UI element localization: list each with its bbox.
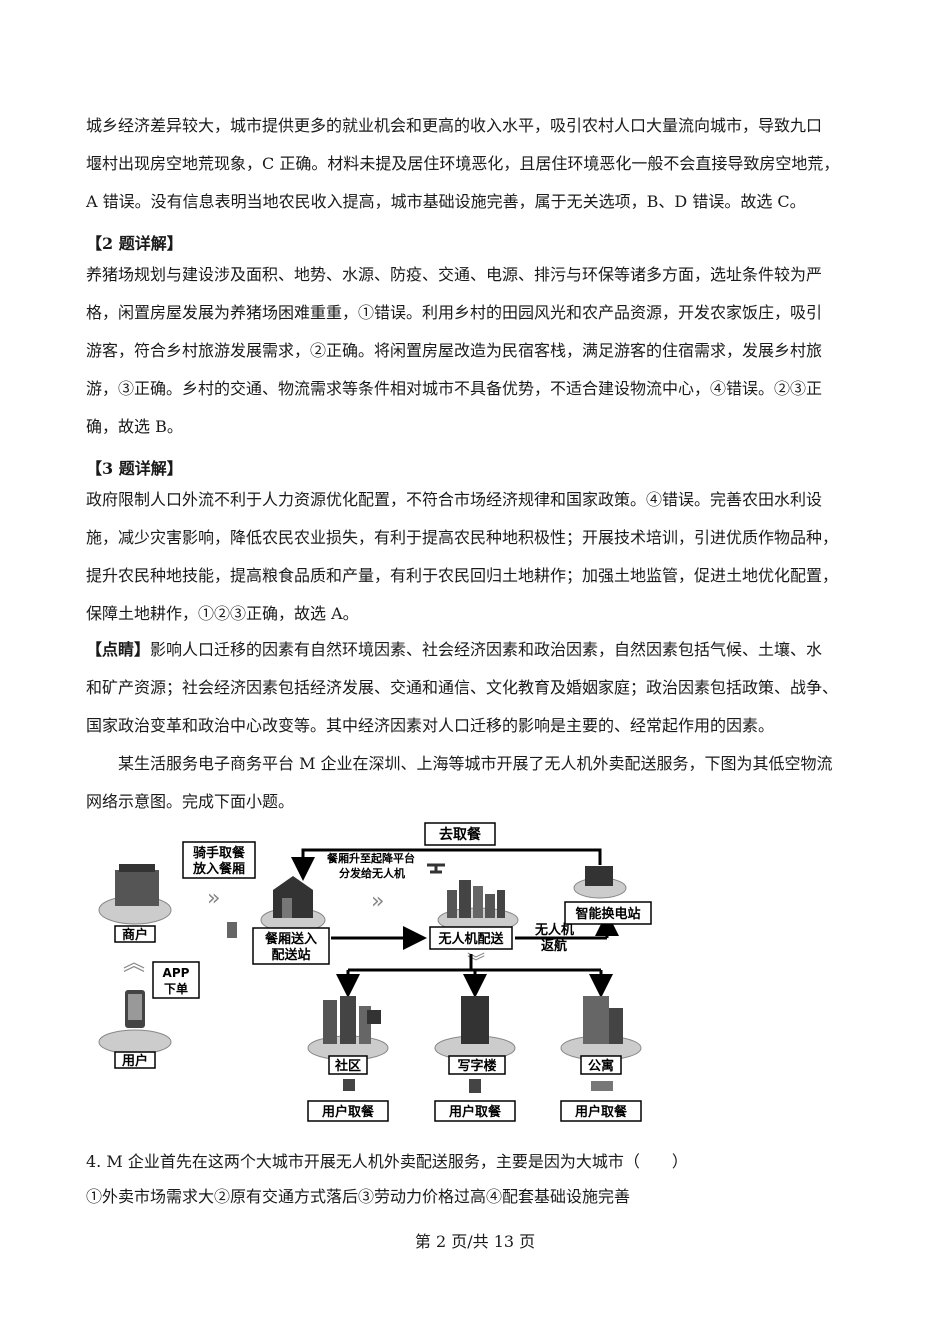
battery-station-label: 智能换电站: [575, 906, 640, 922]
text-line: 游，③正确。乡村的交通、物流需求等条件相对城市不具备优势，不适合建设物流中心，④…: [86, 379, 823, 398]
app-label-2: 下单: [164, 981, 188, 996]
user-pickup-label: 用户取餐: [448, 1104, 502, 1120]
user-label: 用户: [121, 1053, 148, 1069]
station-label-1: 餐厢送入: [264, 931, 317, 947]
user-node: 用户: [98, 990, 172, 1069]
text-line: 和矿产资源；社会经济因素包括经济发展、交通和通信、文化教育及婚姻家庭；政治因素包…: [86, 678, 839, 697]
tip-label: 【点睛】: [86, 640, 151, 659]
text-line: 游客，符合乡村旅游发展需求，②正确。将闲置房屋改造为民宿客栈，满足游客的住宿需求…: [86, 341, 823, 360]
community-node: 社区 用户取餐: [307, 996, 389, 1122]
text-line: 堰村出现房空地荒现象，C 正确。材料未提及居住环境恶化，且居住环境恶化一般不会直…: [86, 154, 840, 173]
text-line: 【点睛】影响人口迁移的因素有自然环境因素、社会经济因素和政治因素，自然因素包括气…: [86, 640, 823, 659]
text-line: 保障土地耕作，①②③正确，故选 A。: [86, 604, 359, 623]
answer-paragraph-3: 政府限制人口外流不利于人力资源优化配置，不符合市场经济规律和国家政策。④错误。完…: [86, 481, 868, 633]
heading-q2-detail: 【2 题详解】: [86, 234, 183, 253]
answer-paragraph-2: 养猪场规划与建设涉及面积、地势、水源、防疫、交通、电源、排污与环保等诸多方面，选…: [86, 256, 868, 446]
office-node: 写字楼 用户取餐: [434, 996, 516, 1122]
tip-paragraph: 【点睛】影响人口迁移的因素有自然环境因素、社会经济因素和政治因素，自然因素包括气…: [86, 631, 868, 745]
text-line: 确，故选 B。: [86, 417, 183, 436]
community-label: 社区: [334, 1058, 361, 1074]
chevron-icon: »: [207, 886, 220, 911]
rider-label-2: 放入餐厢: [192, 861, 245, 877]
user-pickup-label: 用户取餐: [321, 1104, 375, 1120]
return-label-2: 返航: [541, 938, 567, 954]
text-line: 政府限制人口外流不利于人力资源优化配置，不符合市场经济规律和国家政策。④错误。完…: [86, 490, 823, 509]
page-footer: 第 2 页/共 13 页: [414, 1232, 536, 1251]
drone-delivery-node: 无人机配送: [427, 863, 519, 950]
question-intro: 某生活服务电子商务平台 M 企业在深圳、上海等城市开展了无人机外卖配送服务，下图…: [86, 745, 868, 821]
return-label-1: 无人机: [534, 922, 574, 938]
answer-paragraph-1: 城乡经济差异较大，城市提供更多的就业机会和更高的收入水平，吸引农村人口大量流向城…: [86, 107, 868, 221]
station-node: 餐厢送入 配送站: [227, 876, 330, 965]
text-line: 国家政治变革和政治中心改变等。其中经济因素对人口迁移的影响是主要的、经常起作用的…: [86, 716, 775, 735]
office-label: 写字楼: [457, 1058, 496, 1074]
rider-label-1: 骑手取餐: [193, 845, 246, 861]
apartment-node: 公寓 用户取餐: [560, 996, 642, 1122]
go-pickup-loop: 去取餐: [291, 822, 602, 881]
merchant-node: 商户: [98, 864, 172, 943]
chevron-icon: »: [371, 889, 384, 914]
drone-logistics-diagram: 去取餐 骑手取餐 放入餐厢 » 餐厢升至起降平台 分发给无人机 » 商户 ︽ A…: [98, 822, 652, 1122]
drone-delivery-label: 无人机配送: [437, 931, 504, 947]
user-pickup-label: 用户取餐: [574, 1104, 628, 1120]
app-order-box: APP 下单: [152, 961, 200, 999]
battery-station-node: 智能换电站: [564, 866, 652, 925]
question-4-options: ①外卖市场需求大②原有交通方式落后③劳动力价格过高④配套基础设施完善: [86, 1187, 631, 1206]
rider-box: 骑手取餐 放入餐厢: [182, 841, 256, 879]
platform-label-1: 餐厢升至起降平台: [326, 851, 415, 865]
apartment-label: 公寓: [588, 1058, 614, 1074]
app-label-1: APP: [163, 966, 190, 980]
text-line: A 错误。没有信息表明当地农民收入提高，城市基础设施完善，属于无关选项，B、D …: [86, 192, 806, 211]
text-line: 网络示意图。完成下面小题。: [86, 792, 295, 811]
text-line: 城乡经济差异较大，城市提供更多的就业机会和更高的收入水平，吸引农村人口大量流向城…: [86, 116, 823, 135]
text-line: 某生活服务电子商务平台 M 企业在深圳、上海等城市开展了无人机外卖配送服务，下图…: [86, 754, 833, 773]
platform-label-2: 分发给无人机: [339, 866, 405, 880]
station-label-2: 配送站: [271, 947, 310, 963]
text-line: 格，闲置房屋发展为养猪场困难重重，①错误。利用乡村的田园风光和农产品资源，开发农…: [86, 303, 823, 322]
heading-q3-detail: 【3 题详解】: [86, 459, 183, 478]
text-line: 施，减少灾害影响，降低农民农业损失，有利于提高农民种地积极性；开展技术培训，引进…: [86, 528, 839, 547]
go-pickup-label: 去取餐: [439, 826, 482, 843]
merchant-label: 商户: [122, 927, 148, 943]
text-line: 提升农民种地技能，提高粮食品质和产量，有利于农民回归土地耕作；加强土地监管，促进…: [86, 566, 839, 585]
text-line: 养猪场规划与建设涉及面积、地势、水源、防疫、交通、电源、排污与环保等诸多方面，选…: [86, 265, 823, 284]
question-4: 4. M 企业首先在这两个大城市开展无人机外卖配送服务，主要是因为大城市（ ）: [86, 1152, 688, 1171]
chevron-up-icon: ︽: [123, 951, 145, 976]
